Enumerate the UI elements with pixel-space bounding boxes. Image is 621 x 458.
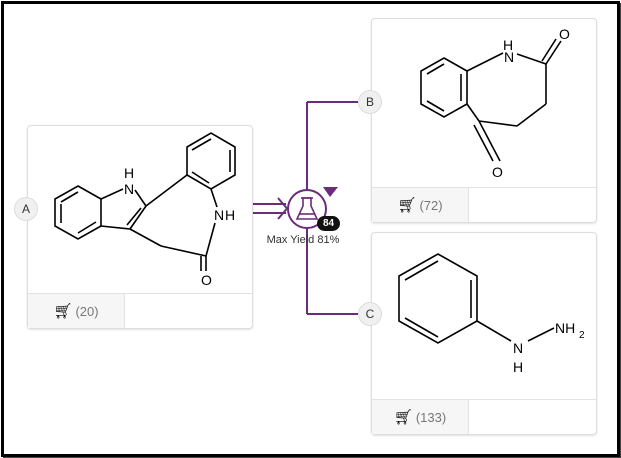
- svg-text:H: H: [225, 207, 235, 223]
- molecule-card-a[interactable]: N H N H O 🛒︎ (20): [27, 125, 253, 329]
- svg-text:N: N: [124, 181, 134, 197]
- svg-text:NH: NH: [555, 320, 575, 336]
- max-yield-label: Max Yield 81%: [266, 234, 340, 246]
- svg-text:H: H: [503, 37, 513, 53]
- route-count-badge: 84: [317, 216, 340, 231]
- buy-button-a[interactable]: 🛒︎ (20): [28, 294, 125, 328]
- molecule-card-b[interactable]: H N O O 🛒︎ (72): [371, 18, 597, 223]
- label-a: A: [14, 197, 38, 221]
- svg-text:N: N: [504, 49, 514, 65]
- svg-text:2: 2: [579, 330, 585, 341]
- svg-text:N: N: [214, 207, 224, 223]
- svg-text:O: O: [559, 26, 570, 42]
- svg-text:H: H: [513, 359, 523, 375]
- label-b: B: [358, 90, 382, 114]
- molecule-card-c[interactable]: N H NH 2 🛒︎ (133): [371, 232, 597, 435]
- stock-count-c: (133): [415, 409, 447, 425]
- stock-count-a: (20): [75, 303, 99, 319]
- molecule-structure-a: N H N H O: [54, 132, 236, 288]
- cart-icon: 🛒︎: [393, 409, 413, 426]
- svg-text:N: N: [513, 340, 523, 356]
- cart-icon: 🛒︎: [397, 197, 417, 214]
- buy-button-b[interactable]: 🛒︎ (72): [372, 188, 469, 222]
- svg-text:O: O: [201, 272, 212, 288]
- expand-triangle-icon[interactable]: [323, 187, 338, 197]
- label-c: C: [358, 302, 382, 326]
- molecule-structure-b: H N O O: [420, 26, 570, 180]
- buy-button-c[interactable]: 🛒︎ (133): [372, 400, 469, 434]
- stock-count-b: (72): [419, 197, 443, 213]
- svg-text:H: H: [124, 165, 134, 181]
- molecule-structure-c: N H NH 2: [398, 253, 585, 375]
- svg-text:O: O: [492, 164, 503, 180]
- cart-icon: 🛒︎: [53, 303, 73, 320]
